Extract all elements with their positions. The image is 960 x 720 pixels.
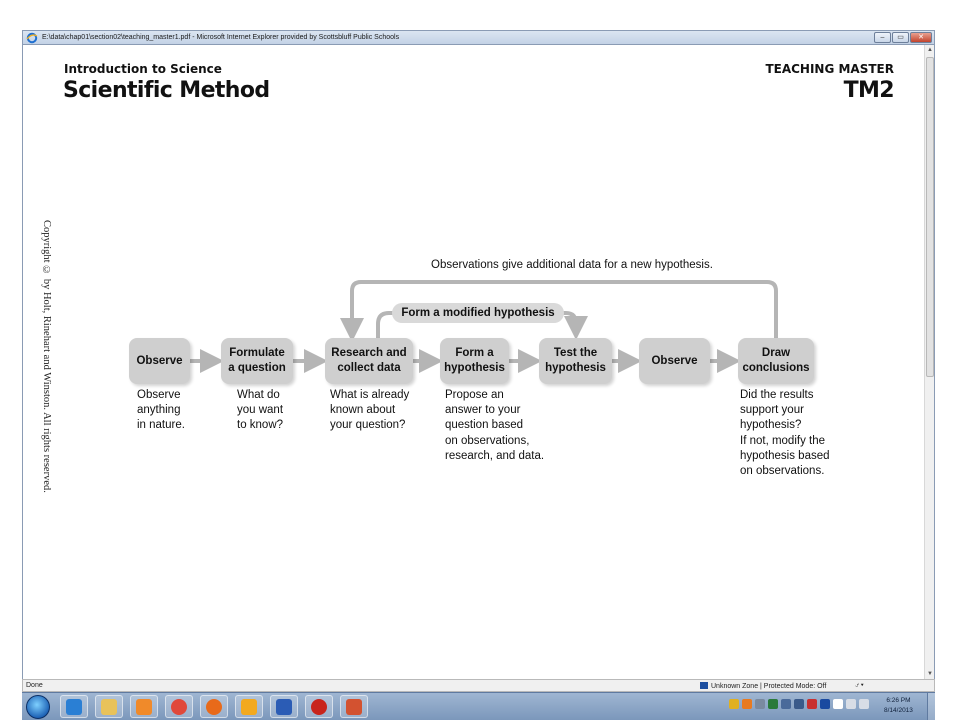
clock-date: 8/14/2013 <box>884 707 913 714</box>
window-title-bar[interactable]: E:\data\chap01\section02\teaching_master… <box>22 30 935 45</box>
window-title: E:\data\chap01\section02\teaching_master… <box>42 34 400 41</box>
taskbar-internet-explorer[interactable] <box>60 695 88 718</box>
arrow-loop-new-hypothesis <box>340 280 778 342</box>
taskbar-powerpoint[interactable] <box>340 695 368 718</box>
security-zone[interactable]: Unknown Zone | Protected Mode: Off <box>700 682 826 690</box>
step-label: a question <box>228 362 286 374</box>
step-label: Test the <box>553 347 598 359</box>
step-form-hypothesis: Form a hypothesis <box>440 338 509 384</box>
step-label: Observe <box>136 354 183 367</box>
step-research-collect-data: Research and collect data <box>325 338 413 384</box>
tray-icon[interactable] <box>820 699 830 709</box>
zone-icon <box>700 682 708 689</box>
minimize-button[interactable]: – <box>874 32 891 43</box>
tray-icon[interactable] <box>729 699 739 709</box>
taskbar-outlook[interactable] <box>235 695 263 718</box>
taskbar-firefox[interactable] <box>200 695 228 718</box>
taskbar-windows-explorer[interactable] <box>95 695 123 718</box>
taskbar-word[interactable] <box>270 695 298 718</box>
copyright-notice: Copyright © by Holt, Rinehart and Winsto… <box>41 220 52 493</box>
taskbar-media-player[interactable] <box>130 695 158 718</box>
step-label: Formulate <box>229 347 285 359</box>
tray-icon[interactable] <box>768 699 778 709</box>
step-label: Form a <box>455 347 494 359</box>
internet-explorer-icon <box>66 698 82 715</box>
powerpoint-icon <box>346 698 362 715</box>
step-formulate-question: Formulate a question <box>221 338 293 384</box>
tray-icon[interactable] <box>794 699 804 709</box>
chrome-icon <box>171 698 187 715</box>
clock-time: 6:26 PM <box>886 697 911 704</box>
maximize-button[interactable]: ▭ <box>892 32 909 43</box>
document-subtitle: Introduction to Science <box>64 62 222 76</box>
step-label: hypothesis <box>444 362 505 374</box>
step-label: Research and <box>331 347 407 359</box>
step-observe-2: Observe <box>639 338 710 384</box>
internet-explorer-icon <box>26 32 38 43</box>
taskbar-chrome[interactable] <box>165 695 193 718</box>
zone-text: Unknown Zone | Protected Mode: Off <box>711 683 827 690</box>
tray-icon[interactable] <box>807 699 817 709</box>
tray-icon[interactable] <box>742 699 752 709</box>
step-draw-conclusions: Draw conclusions <box>738 338 814 384</box>
step-label: conclusions <box>742 362 810 374</box>
scroll-up-icon[interactable]: ▲ <box>927 47 933 53</box>
start-button[interactable] <box>26 695 50 719</box>
step-observe-1: Observe <box>129 338 190 384</box>
vertical-scrollbar[interactable]: ▲ ▼ <box>924 45 934 679</box>
teaching-master-label: TEACHING MASTER <box>765 62 894 76</box>
word-icon <box>276 698 292 715</box>
scroll-down-icon[interactable]: ▼ <box>927 671 933 677</box>
firefox-icon <box>206 698 222 715</box>
status-text: Done <box>26 682 43 689</box>
flag-icon[interactable] <box>833 699 843 709</box>
step-label: Draw <box>761 347 791 359</box>
volume-icon[interactable] <box>859 699 869 709</box>
zoom-control[interactable]: ⍻ ▾ <box>855 682 864 689</box>
scrollbar-thumb[interactable] <box>926 57 934 377</box>
status-bar: Done Unknown Zone | Protected Mode: Off … <box>22 679 935 692</box>
step-label: hypothesis <box>545 362 606 374</box>
tray-icon[interactable] <box>755 699 765 709</box>
teaching-master-code: TM2 <box>843 78 895 103</box>
document-title: Scientific Method <box>63 78 270 103</box>
show-desktop-button[interactable] <box>927 693 935 720</box>
taskbar-clock[interactable]: 6:26 PM 8/14/2013 <box>884 696 913 716</box>
taskbar-acrobat[interactable] <box>305 695 333 718</box>
folder-icon <box>101 698 117 715</box>
step-test-hypothesis: Test the hypothesis <box>539 338 612 384</box>
step-label: Observe <box>651 354 698 367</box>
loop-label: Observations give additional data for a … <box>431 259 713 271</box>
outlook-icon <box>241 698 257 715</box>
taskbar: 6:26 PM 8/14/2013 <box>22 692 935 720</box>
close-button[interactable]: ✕ <box>910 32 932 43</box>
tray-icon[interactable] <box>781 699 791 709</box>
acrobat-icon <box>311 698 327 715</box>
media-player-icon <box>136 698 152 715</box>
step-label: collect data <box>337 362 401 374</box>
system-tray <box>729 699 869 709</box>
network-icon[interactable] <box>846 699 856 709</box>
modified-hypothesis-label: Form a modified hypothesis <box>392 303 564 323</box>
